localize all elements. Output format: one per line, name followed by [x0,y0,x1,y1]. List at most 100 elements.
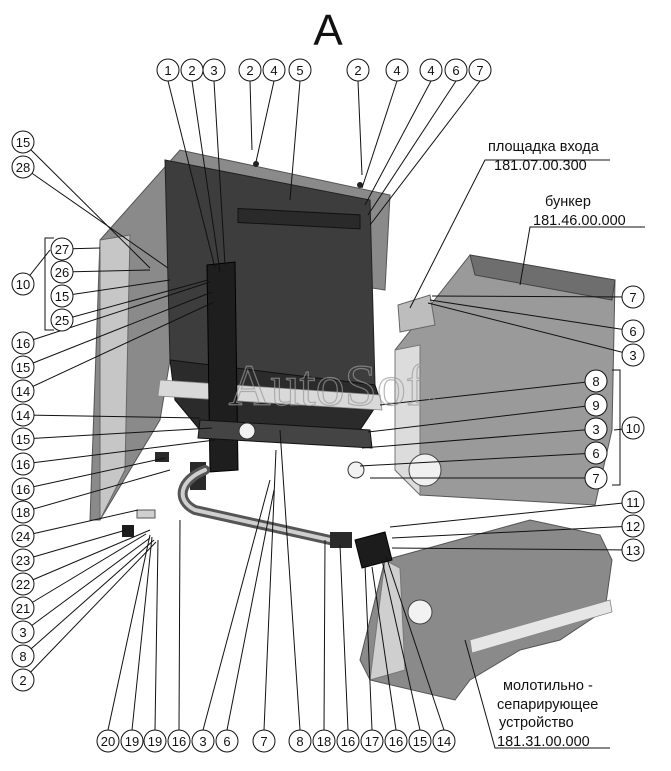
hopper-hole [408,453,442,487]
callout-balloon [191,729,215,753]
callout-balloon [312,729,336,753]
callout-number: 7 [476,63,483,78]
leader-line [22,166,169,269]
callout-balloon [584,393,608,417]
leader-line [22,439,216,465]
hopper-code-label: 181.46.00.000 [533,213,626,229]
leader-line [22,529,127,561]
thresher-line2-label: сепарирующее [497,697,599,713]
callout-number: 16 [16,482,30,497]
bolt-head [347,461,365,479]
callout-number: 10 [16,277,30,292]
leader-line [22,509,139,537]
callout-number: 7 [629,290,636,305]
callout-balloon [621,343,645,367]
leader-line [367,80,457,216]
right-hopper-top [469,254,616,301]
callout-number: 18 [16,505,30,520]
callout-number: 15 [55,289,69,304]
callout-number: 14 [16,408,30,423]
leader-line [22,529,151,585]
callout-number: 7 [260,734,267,749]
callout-number: 26 [55,265,69,280]
callout-balloon [11,620,35,644]
leader-line [369,80,481,226]
callout-balloon [50,237,74,261]
leader-line [359,452,597,467]
callout-number: 13 [626,543,640,558]
leader-line [379,380,597,406]
thresher-rail [469,599,613,654]
callout-number: 2 [246,63,253,78]
callout-number: 12 [626,519,640,534]
callout-balloon [11,548,35,572]
callout-number: 16 [389,734,403,749]
callout-balloon [385,58,409,82]
group-bracket [409,159,610,309]
callout-balloon [202,58,226,82]
callout-number: 15 [16,135,30,150]
callout-number: 15 [16,360,30,375]
callout-balloon [288,729,312,753]
callout-balloon [621,514,645,538]
small-bracket [155,452,169,462]
callout-number: 7 [592,471,599,486]
callout-number: 20 [101,734,115,749]
callout-balloon [468,58,492,82]
callout-number: 25 [55,313,69,328]
leader-line [22,457,166,490]
right-hopper-front [394,344,421,497]
leader-line [191,80,221,273]
callout-balloon [432,729,456,753]
callout-balloon [584,417,608,441]
callout-number: 3 [592,422,599,437]
callout-balloon [11,572,35,596]
callout-balloon [444,58,468,82]
leader-line [364,80,432,206]
leader-line [22,427,213,440]
callout-number: 2 [188,63,195,78]
callout-number: 27 [55,242,69,257]
callout-number: 15 [16,432,30,447]
callout-balloon [50,308,74,332]
group-bracket [612,369,621,486]
callout-balloon [11,355,35,379]
callout-balloon [120,729,144,753]
callout-number: 16 [172,734,186,749]
group-bracket [464,639,610,749]
callout-number: 6 [452,63,459,78]
callout-number: 16 [16,457,30,472]
callout-number: 24 [16,529,30,544]
leader-line [255,80,275,163]
callout-number: 22 [16,577,30,592]
callout-balloon [215,729,239,753]
callout-balloon [336,729,360,753]
callout-number: 14 [16,384,30,399]
leader-line [154,539,159,731]
callout-balloon [50,284,74,308]
leader-line [22,537,151,633]
platform-name-label: площадка входа [488,139,599,155]
entry-platform [397,294,436,333]
leader-line [263,449,277,731]
callout-number: 18 [317,734,331,749]
callout-balloon [11,452,35,476]
leader-line [178,519,181,731]
support-rod-highlight [180,468,332,542]
leader-line [226,489,275,731]
leader-line [279,429,301,731]
leader-line [431,295,634,298]
leader-line [385,555,445,731]
callout-balloon [419,58,443,82]
callout-number: 11 [626,495,640,510]
leader-line [22,414,201,419]
callout-balloon [584,441,608,465]
callout-number: 3 [19,625,26,640]
latch-plate [136,509,156,519]
callout-balloon [621,538,645,562]
callout-balloon [584,369,608,393]
leader-line [367,404,597,433]
callout-number: 9 [592,398,599,413]
leader-line [339,544,349,731]
